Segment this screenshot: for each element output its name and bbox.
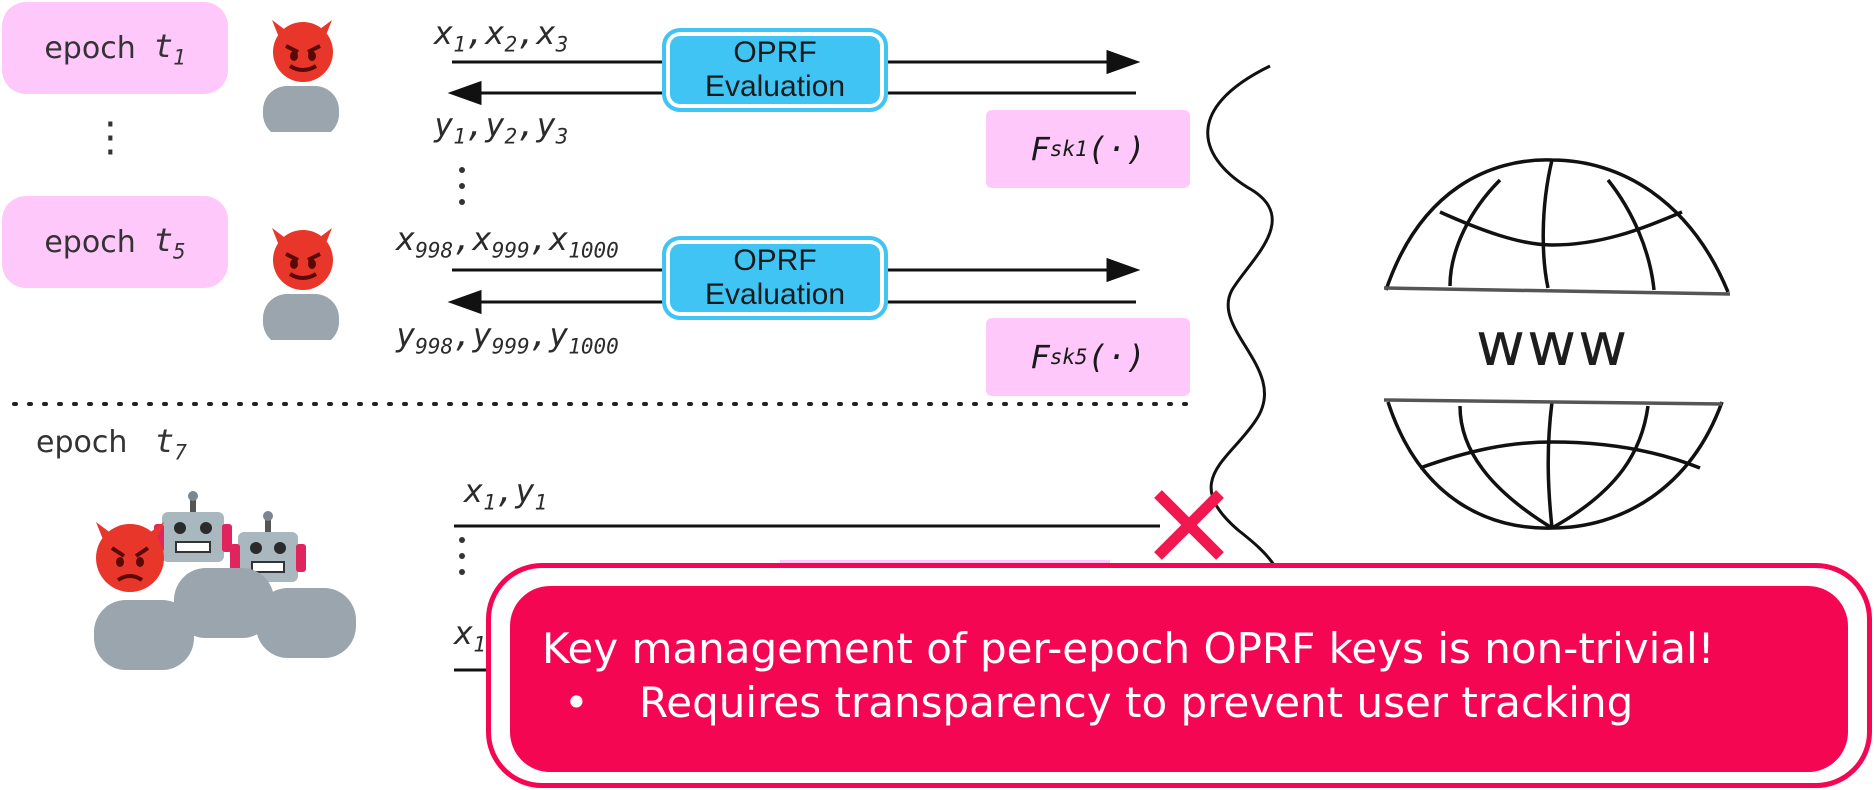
robot-icon [230,511,306,582]
devil-icon [272,228,333,290]
globe-label: www [1476,310,1630,380]
epoch-label-t5: epoch t5 [2,196,228,288]
query-partial-set3: x1 [454,614,486,657]
person-icon [174,568,274,638]
person-icon [263,294,339,340]
queries-x-set1: x1,x2,x3 [434,14,569,57]
responses-y-set1: y1,y2,y3 [434,106,569,149]
callout-bullet-text: Requires transparency to prevent user tr… [639,678,1634,727]
query-pair-set3: x1,y1 [464,472,548,515]
person-icon [256,588,356,658]
epoch-label-t1: epoch t1 [2,2,228,94]
queries-x-set2: x998,x999,x1000 [396,220,619,263]
botnet-group [94,491,356,670]
callout-box: Key management of per-epoch OPRF keys is… [510,586,1848,772]
person-icon [263,86,339,132]
callout-title: Key management of per-epoch OPRF keys is… [542,624,1715,673]
responses-y-set2: y998,y999,y1000 [396,316,619,359]
bullet-icon: • [564,678,589,727]
callout-bullet-row: • Requires transparency to prevent user … [542,676,1848,730]
robot-icon [154,491,232,562]
epoch-label-t7: epoch t7 [36,422,187,465]
cross-icon [1154,490,1224,560]
devil-user-5 [263,228,339,340]
person-icon [94,600,194,670]
devil-icon [272,20,333,82]
devil-user-1 [263,20,339,132]
network-boundary [1206,64,1285,611]
globe-icon [1383,158,1731,530]
devil-icon [96,522,164,592]
